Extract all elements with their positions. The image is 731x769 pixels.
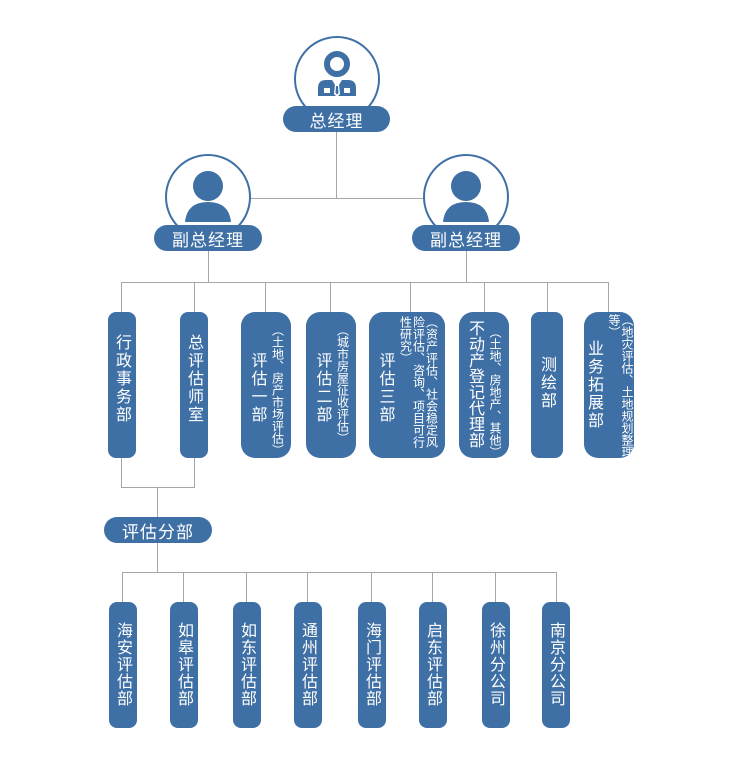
department-note: （土地、房产市场评估）	[270, 324, 285, 456]
connector-deputy-left-down	[208, 251, 209, 282]
connector-dept-2	[265, 282, 266, 312]
branch-name: 海门评估部	[363, 622, 382, 707]
deputy-manager-label-left[interactable]: 副总经理	[154, 225, 262, 251]
department-name: 总评估师室	[185, 334, 204, 424]
deputy-manager-label-right[interactable]: 副总经理	[412, 225, 520, 251]
connector-dept-1	[194, 282, 195, 312]
department-appraisal-2[interactable]: （城市房屋征收评估） 评估二部	[306, 312, 356, 458]
connector-branches	[122, 572, 557, 573]
connector-deputy-right-down	[466, 251, 467, 282]
branch-haian[interactable]: 海安评估部	[109, 602, 137, 728]
branch-name: 海安评估部	[114, 622, 133, 707]
branch-name: 南京分公司	[547, 622, 566, 707]
connector-dept-7	[608, 282, 609, 312]
branch-qidong[interactable]: 启东评估部	[419, 602, 447, 728]
department-admin[interactable]: 行政事务部	[108, 312, 136, 458]
connector-branch-6	[495, 572, 496, 602]
connector-branch-5	[432, 572, 433, 602]
department-note: （城市房屋征收评估）	[335, 324, 350, 444]
branch-name: 徐州分公司	[487, 622, 506, 707]
connector-branch-3	[307, 572, 308, 602]
department-name: 业务拓展部	[585, 340, 604, 430]
department-business-development[interactable]: （地灾评估、土地规划整理等） 业务拓展部	[584, 312, 634, 458]
department-name: 评估一部	[248, 352, 268, 424]
department-note: （资产评估、社会稳定风险评估、咨询、项目可行性研究）	[398, 316, 439, 448]
connector-gm-down	[336, 132, 337, 198]
branch-haimen[interactable]: 海门评估部	[358, 602, 386, 728]
connector-departments	[121, 282, 609, 283]
branch-rudong[interactable]: 如东评估部	[233, 602, 261, 728]
user-icon	[185, 171, 231, 222]
connector-admin-down	[121, 458, 122, 487]
branch-nanjing[interactable]: 南京分公司	[542, 602, 570, 728]
department-note: （地灾评估、土地规划整理等）	[607, 314, 634, 458]
connector-dept-3	[330, 282, 331, 312]
branch-name: 启东评估部	[424, 622, 443, 707]
branch-tongzhou[interactable]: 通州评估部	[294, 602, 322, 728]
connector-branch-join	[121, 487, 195, 488]
manager-tie-icon	[318, 51, 356, 97]
connector-branch-group-down	[157, 543, 158, 572]
branch-rugao[interactable]: 如皋评估部	[170, 602, 198, 728]
department-real-estate-registration[interactable]: （土地、房地产、其他） 不动产登记代理部	[459, 312, 509, 458]
connector-dept-6	[547, 282, 548, 312]
department-name: 不动产登记代理部	[466, 320, 485, 448]
connector-branch-4	[371, 572, 372, 602]
branch-name: 如东评估部	[238, 622, 257, 707]
connector-branch-0	[122, 572, 123, 602]
connector-deputies	[250, 198, 425, 199]
branch-xuzhou[interactable]: 徐州分公司	[482, 602, 510, 728]
department-name: 测绘部	[538, 356, 557, 410]
branch-name: 通州评估部	[299, 622, 318, 707]
connector-branch-2	[246, 572, 247, 602]
department-appraisal-3[interactable]: （资产评估、社会稳定风险评估、咨询、项目可行性研究） 评估三部	[369, 312, 445, 458]
general-manager-label[interactable]: 总经理	[283, 106, 390, 132]
department-note: （土地、房地产、其他）	[488, 326, 502, 458]
department-name: 评估三部	[376, 352, 396, 424]
connector-branch-group-up	[157, 487, 158, 517]
connector-dept-4	[410, 282, 411, 312]
department-appraisal-1[interactable]: （土地、房产市场评估） 评估一部	[241, 312, 291, 458]
branch-name: 如皋评估部	[175, 622, 194, 707]
connector-branch-7	[556, 572, 557, 602]
branch-group-label[interactable]: 评估分部	[104, 517, 212, 543]
department-chief-appraiser[interactable]: 总评估师室	[180, 312, 208, 458]
connector-chief-appraiser-down	[194, 458, 195, 487]
department-name: 行政事务部	[113, 334, 132, 424]
user-icon	[443, 171, 489, 222]
department-name: 评估二部	[313, 352, 333, 424]
connector-dept-0	[121, 282, 122, 312]
connector-dept-5	[484, 282, 485, 312]
connector-branch-1	[183, 572, 184, 602]
department-surveying[interactable]: 测绘部	[531, 312, 563, 458]
